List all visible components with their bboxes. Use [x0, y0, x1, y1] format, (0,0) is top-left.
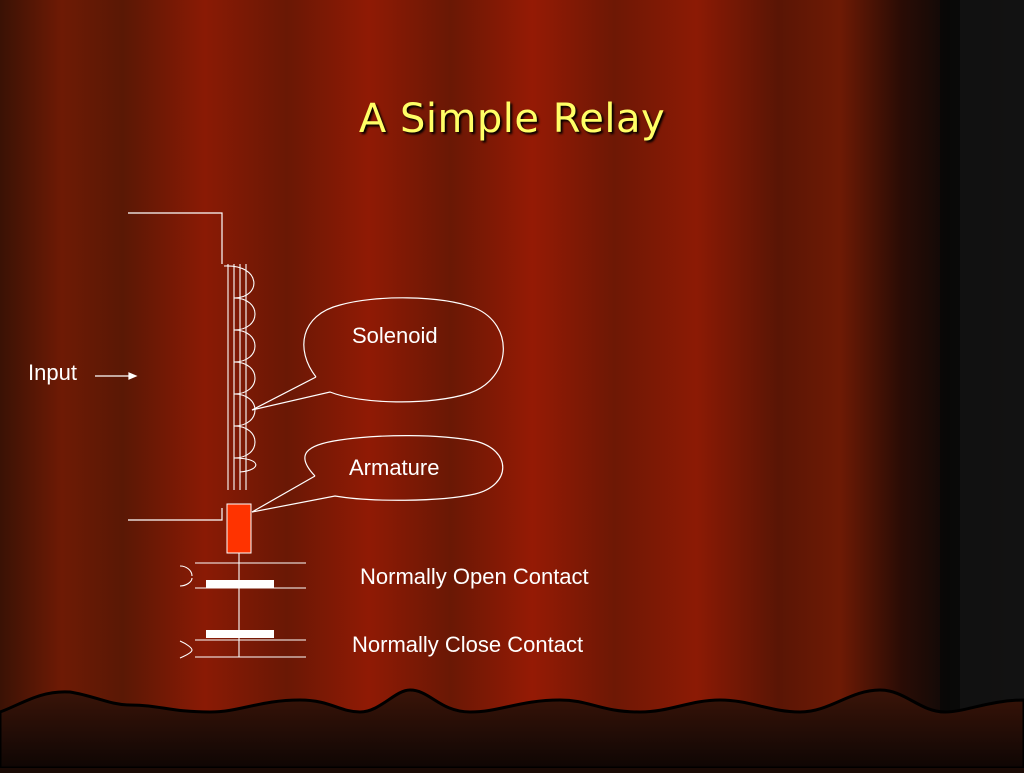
- slide-title: A Simple Relay: [358, 96, 666, 142]
- armature-callout: [251, 435, 504, 513]
- solenoid-coil: [223, 264, 257, 490]
- normally-close-contact: [179, 630, 306, 659]
- normally-close-contact-label: Normally Close Contact: [352, 632, 584, 657]
- input-label: Input: [28, 360, 77, 385]
- normally-open-contact-label: Normally Open Contact: [360, 564, 589, 589]
- armature-label: Armature: [349, 455, 440, 480]
- input-wire: [128, 212, 223, 521]
- armature-block: [226, 503, 252, 554]
- solenoid-callout: [251, 297, 504, 411]
- solenoid-label: Solenoid: [352, 323, 438, 348]
- normally-open-contact: [179, 562, 306, 589]
- input-arrow-icon: [95, 372, 138, 380]
